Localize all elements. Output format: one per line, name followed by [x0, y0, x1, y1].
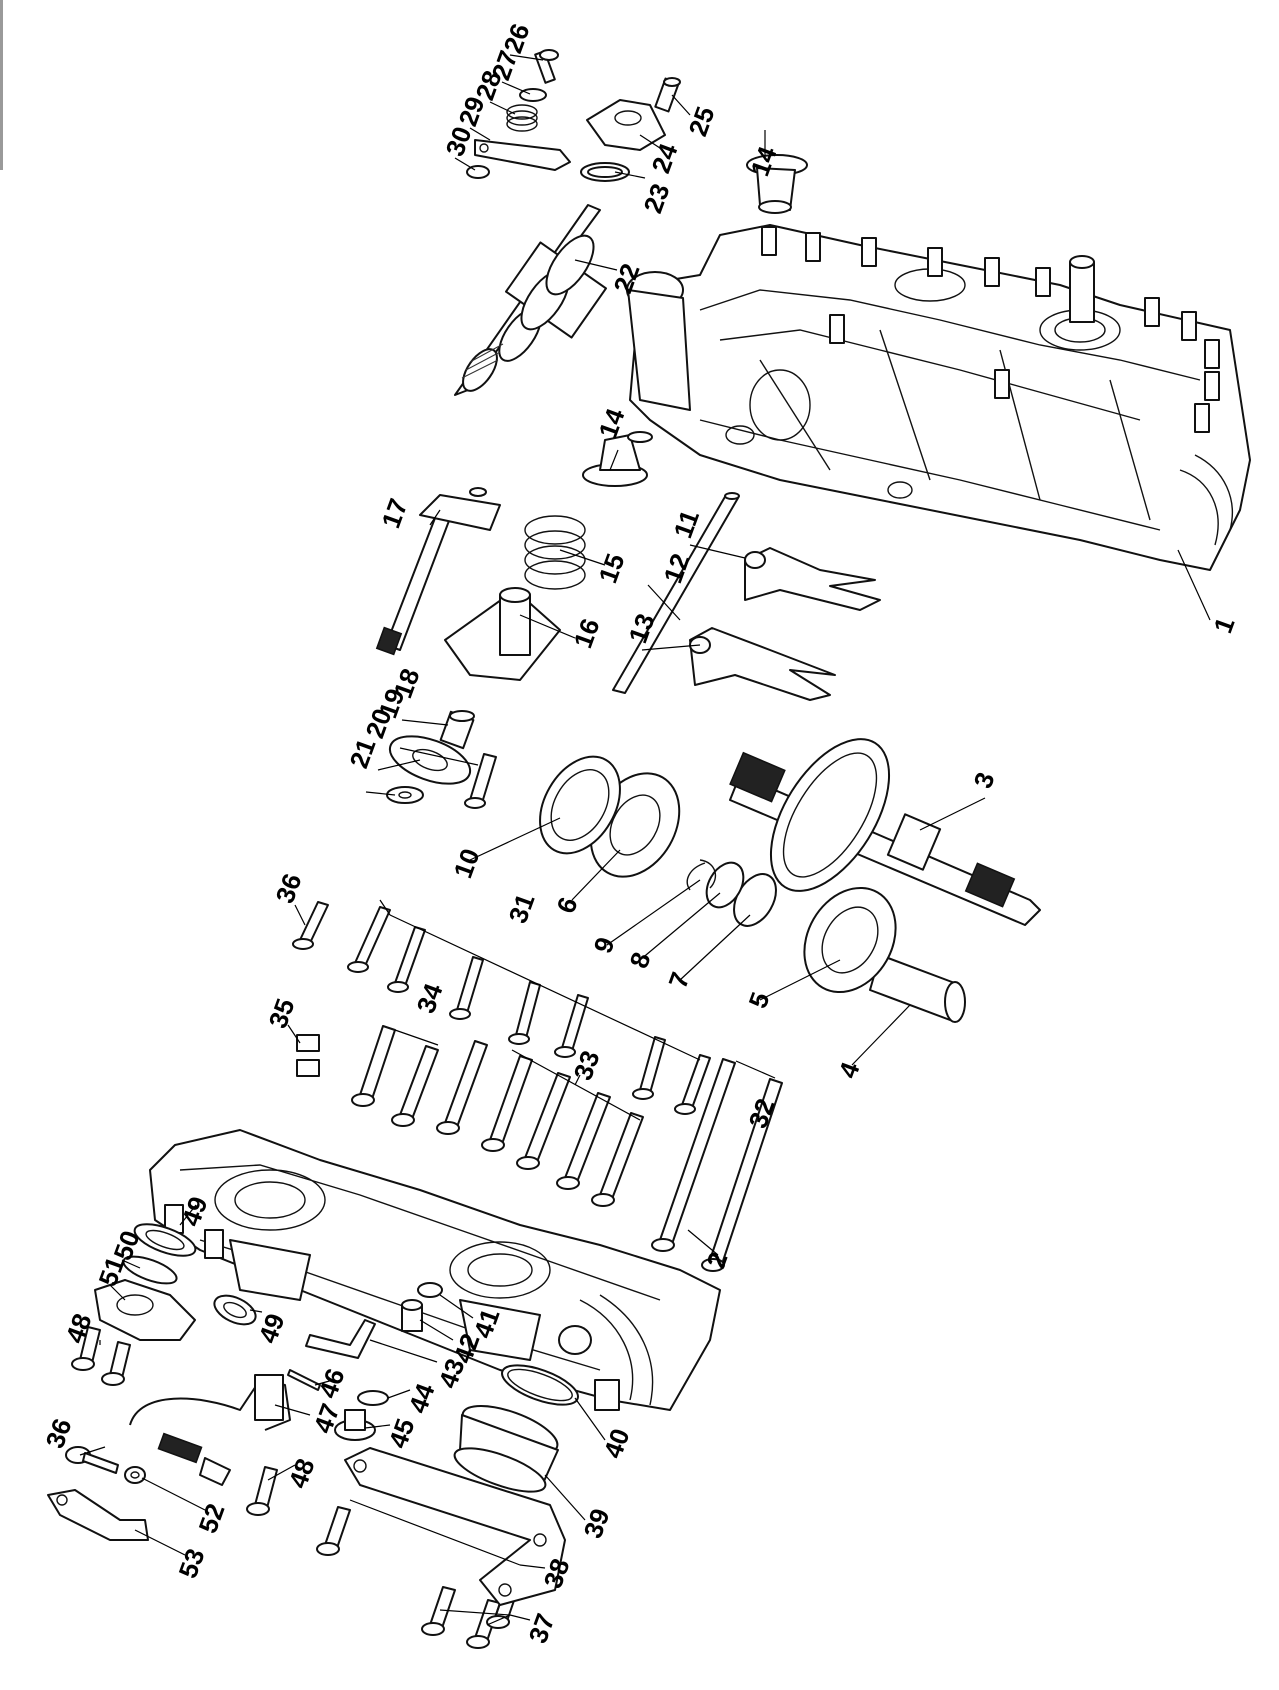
callout-53: 53: [172, 1545, 210, 1582]
bolt-set-34: [351, 1025, 439, 1127]
part-48-bolt-lower: [246, 1466, 278, 1516]
part-22-shift-drum: [454, 204, 607, 396]
part-23-gasket-ring: [580, 162, 630, 182]
part-14-lower-bushing: [582, 431, 653, 487]
part-2-cover-housing: [149, 1129, 721, 1411]
callout-16: 16: [567, 615, 605, 652]
part-51-actuator-housing: [94, 1279, 196, 1341]
callout-36-upper: 36: [269, 870, 307, 907]
callout-52: 52: [192, 1500, 230, 1537]
part-16-shift-sector: [444, 587, 561, 681]
callout-21: 21: [343, 735, 381, 772]
bolt-set-32: [651, 1058, 783, 1272]
part-25-plug: [654, 77, 681, 113]
part-18-bushing: [439, 710, 475, 750]
part-39-filter-cup: [453, 1404, 559, 1493]
leader-lines: [79, 54, 1211, 1626]
callout-39: 39: [577, 1505, 615, 1542]
callout-37: 37: [522, 1610, 560, 1647]
part-15-return-spring: [524, 515, 586, 590]
callout-30: 30: [439, 123, 477, 160]
page-edge-marker: [0, 0, 3, 170]
part-53-lever-arm: [47, 1489, 149, 1541]
part-1-main-housing: [626, 224, 1251, 571]
callout-34: 34: [410, 979, 448, 1017]
callout-1: 1: [1207, 613, 1240, 637]
callout-40: 40: [597, 1425, 635, 1462]
callout-24: 24: [645, 139, 683, 177]
callout-6: 6: [550, 893, 583, 917]
part-26-bolt: [534, 49, 559, 84]
part-12-fork-rail: [612, 492, 740, 694]
part-13-shift-fork: [689, 627, 836, 701]
part-38-mounting-bracket: [316, 1447, 566, 1606]
part-43-elbow-pipe: [305, 1319, 376, 1359]
part-28-spring: [506, 104, 538, 132]
part-29-shift-arm: [474, 139, 571, 171]
part-47-speed-sensor: [129, 1374, 291, 1486]
part-11-shift-fork: [744, 547, 881, 611]
part-48-bolts-upper: [71, 1326, 131, 1386]
part-21-thrust-washer: [386, 786, 424, 804]
callout-9: 9: [587, 933, 620, 957]
part-42-fitting: [401, 1299, 423, 1332]
callout-11: 11: [667, 506, 705, 542]
callout-45: 45: [382, 1415, 420, 1452]
callout-10: 10: [447, 845, 485, 882]
bolt-set-31: [347, 899, 711, 1115]
callout-31: 31: [502, 890, 540, 927]
part-52-nut: [124, 1466, 146, 1484]
part-10-seal: [539, 755, 621, 855]
part-36-bolt-lower: [65, 1446, 119, 1474]
part-49-oil-seal-lower: [213, 1294, 257, 1326]
part-17-shift-shaft: [375, 487, 501, 656]
callout-7: 7: [662, 968, 695, 992]
callout-46: 46: [312, 1365, 350, 1402]
callout-44: 44: [402, 1379, 440, 1417]
callout-25: 25: [682, 103, 720, 140]
callout-5: 5: [742, 988, 775, 1012]
callout-4: 4: [832, 1058, 865, 1082]
part-20-idler-gear: [388, 735, 472, 785]
bolt-set-33: [436, 1040, 644, 1207]
part-35-dowel-pins: [296, 1034, 320, 1077]
part-46-pin: [287, 1369, 321, 1391]
callout-8: 8: [623, 948, 656, 972]
callout-3: 3: [967, 768, 1000, 792]
part-44-seal-ring: [357, 1390, 389, 1406]
callout-36-lower: 36: [39, 1415, 77, 1452]
part-49-oil-seal-upper: [133, 1223, 197, 1257]
part-41-washer: [417, 1282, 443, 1298]
callout-17: 17: [375, 495, 413, 532]
part-3-output-shaft-bevel-gear: [729, 738, 1041, 926]
part-19-idler-shaft: [464, 753, 497, 809]
callout-48-lower: 48: [282, 1455, 320, 1492]
part-36-bolt-upper: [292, 901, 329, 950]
part-40-o-ring: [501, 1364, 579, 1406]
part-45-drain-plug: [334, 1409, 376, 1441]
callout-23: 23: [637, 180, 675, 217]
callout-35: 35: [262, 995, 300, 1032]
part-14-upper-bushing: [746, 154, 808, 214]
part-24-sensor-cover: [586, 99, 666, 151]
callout-15: 15: [592, 550, 630, 587]
callout-49-lower: 49: [252, 1310, 290, 1347]
